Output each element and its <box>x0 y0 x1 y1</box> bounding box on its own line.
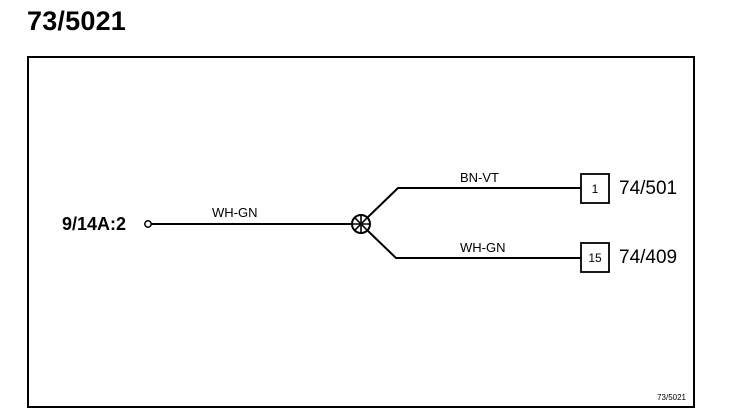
connector-ref-2: 74/409 <box>619 247 677 268</box>
connector-pin-box-2 <box>580 242 610 273</box>
main-wire-label: WH-GN <box>212 205 258 220</box>
lower-branch-label: WH-GN <box>460 240 506 255</box>
lower-branch-wire <box>367 230 581 259</box>
diagram-frame <box>27 56 695 408</box>
source-terminal <box>144 220 152 228</box>
upper-branch-label: BN-VT <box>460 170 499 185</box>
connector-ref-1: 74/501 <box>619 178 677 199</box>
source-label: 9/14A:2 <box>62 214 126 234</box>
splice-symbol <box>351 214 371 234</box>
footer-ref: 73/5021 <box>657 393 686 402</box>
connector-pin-2: 15 <box>588 251 602 265</box>
connector-pin-1: 1 <box>592 182 599 196</box>
page-title: 73/5021 <box>27 6 126 36</box>
connector-pin-box-1 <box>580 173 610 204</box>
upper-branch-wire <box>367 187 581 218</box>
